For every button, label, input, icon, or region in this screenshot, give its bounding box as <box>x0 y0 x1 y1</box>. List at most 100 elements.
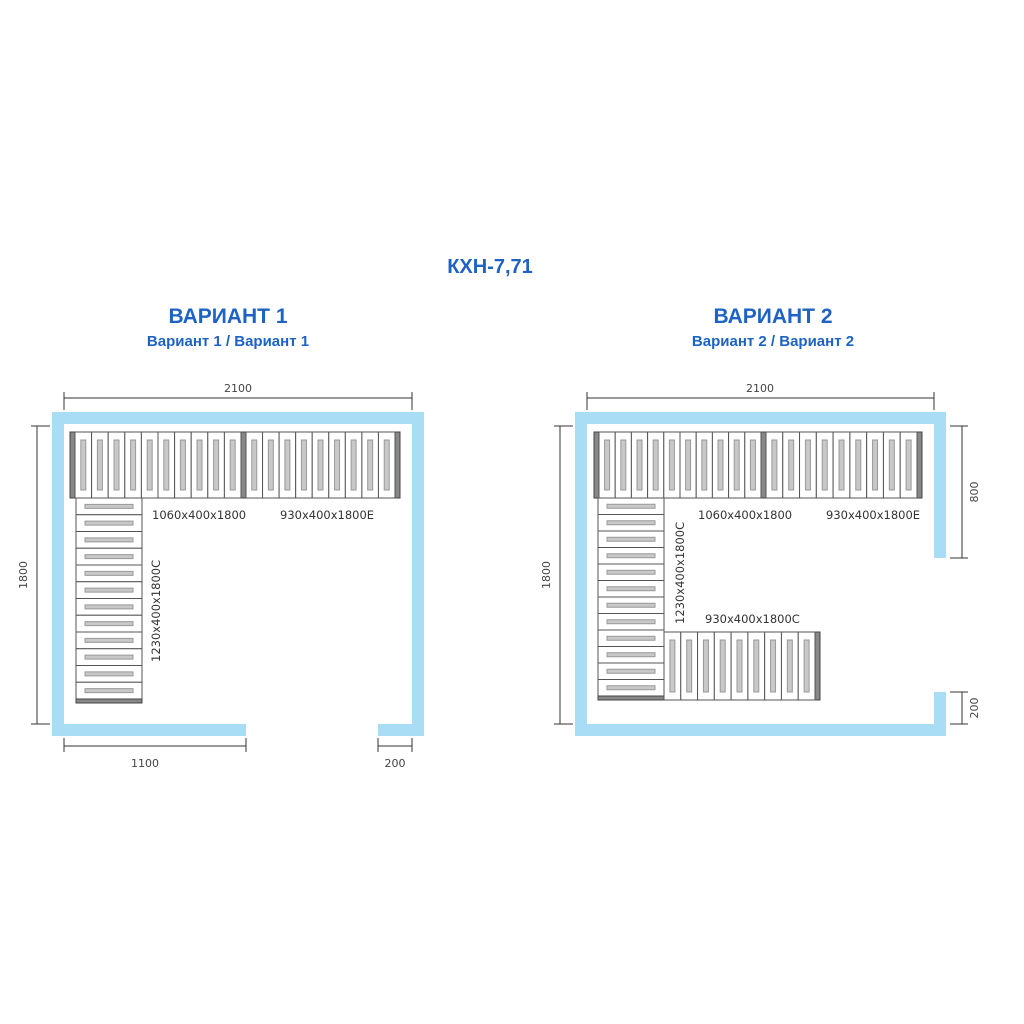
slat-groove <box>80 439 87 491</box>
dimension-lines <box>554 392 968 725</box>
left-wall <box>52 412 64 736</box>
shelving <box>69 431 401 704</box>
slat-groove <box>284 439 291 491</box>
slat-groove <box>113 439 120 491</box>
slat-groove <box>888 439 895 491</box>
slat-groove <box>686 639 693 693</box>
slat-groove <box>606 586 656 592</box>
slat-groove <box>606 520 656 526</box>
slat-groove <box>717 439 724 491</box>
slat-groove <box>652 439 659 491</box>
slat-groove <box>84 604 134 610</box>
slat-groove <box>804 439 811 491</box>
variant-2: ВАРИАНТ 2 Вариант 2 / Вариант 2 2100 180… <box>540 305 981 736</box>
slat-groove <box>334 439 341 491</box>
dim-upper-wall: 800 <box>968 482 981 503</box>
slat-groove <box>786 639 793 693</box>
slat-groove <box>771 439 778 491</box>
shelf-end-panel <box>69 431 76 499</box>
bottom-wall-right <box>378 724 424 736</box>
slat-groove <box>229 439 236 491</box>
slat-groove <box>701 439 708 491</box>
shelf-end-panel <box>593 431 600 499</box>
shelf-end-panel <box>75 698 143 704</box>
dim-left-wall: 1100 <box>131 757 159 770</box>
dim-right-wall: 200 <box>385 757 406 770</box>
shelf-end-panel <box>916 431 923 499</box>
slat-groove <box>702 639 709 693</box>
slat-groove <box>770 639 777 693</box>
slat-groove <box>84 688 134 694</box>
slat-groove <box>606 635 656 641</box>
slat-groove <box>606 602 656 608</box>
slat-groove <box>838 439 845 491</box>
slat-groove <box>84 621 134 627</box>
slat-groove <box>383 439 390 491</box>
walls <box>575 412 946 736</box>
variant-1-heading: ВАРИАНТ 1 <box>168 305 287 328</box>
shelf-label-top-right: 930x400x1800E <box>826 508 920 522</box>
slat-groove <box>606 536 656 542</box>
slat-groove <box>350 439 357 491</box>
slat-groove <box>84 554 134 560</box>
slat-groove <box>821 439 828 491</box>
slat-groove <box>179 439 186 491</box>
slat-groove <box>685 439 692 491</box>
dim-depth: 1800 <box>540 561 553 589</box>
dimension-lines <box>31 392 413 752</box>
shelf-end-panel <box>394 431 401 499</box>
slat-groove <box>905 439 912 491</box>
slat-groove <box>300 439 307 491</box>
slat-groove <box>803 639 810 693</box>
slat-groove <box>753 639 760 693</box>
variant-1-subheading: Вариант 1 / Вариант 1 <box>147 333 309 350</box>
slat-groove <box>636 439 643 491</box>
slat-groove <box>130 439 137 491</box>
slat-groove <box>788 439 795 491</box>
slat-groove <box>267 439 274 491</box>
slat-groove <box>736 639 743 693</box>
shelf-label-top-left: 1060x400x1800 <box>152 508 246 522</box>
variant-2-subheading: Вариант 2 / Вариант 2 <box>692 333 854 350</box>
right-wall <box>412 412 424 736</box>
slat-groove <box>733 439 740 491</box>
dim-lower-wall: 200 <box>968 698 981 719</box>
right-wall-upper <box>934 412 946 558</box>
slat-groove <box>606 569 656 575</box>
slat-groove <box>163 439 170 491</box>
slat-groove <box>84 537 134 543</box>
slat-groove <box>606 503 656 509</box>
slat-groove <box>872 439 879 491</box>
slat-groove <box>719 639 726 693</box>
slat-groove <box>606 668 656 674</box>
slat-groove <box>96 439 103 491</box>
slat-groove <box>196 439 203 491</box>
dim-width: 2100 <box>224 382 252 395</box>
shelf-label-bottom: 930x400x1800C <box>705 612 800 626</box>
main-title: КХН-7,71 <box>447 256 533 278</box>
slat-groove <box>367 439 374 491</box>
slat-groove <box>84 654 134 660</box>
right-wall-lower <box>934 692 946 736</box>
left-wall <box>575 412 587 736</box>
slat-groove <box>213 439 220 491</box>
slat-groove <box>606 619 656 625</box>
shelf-end-panel <box>760 431 767 499</box>
variant-2-heading: ВАРИАНТ 2 <box>713 305 832 328</box>
slat-groove <box>84 587 134 593</box>
slat-groove <box>749 439 756 491</box>
slat-groove <box>620 439 627 491</box>
slat-groove <box>604 439 611 491</box>
slat-groove <box>84 503 134 509</box>
bottom-wall <box>575 724 946 736</box>
slat-groove <box>84 520 134 526</box>
slat-groove <box>668 439 675 491</box>
bottom-wall-left <box>52 724 246 736</box>
slat-groove <box>669 639 676 693</box>
slat-groove <box>84 671 134 677</box>
shelf-end-panel <box>814 631 821 701</box>
shelf-label-left: 1230x400x1800C <box>673 522 687 624</box>
slat-groove <box>317 439 324 491</box>
